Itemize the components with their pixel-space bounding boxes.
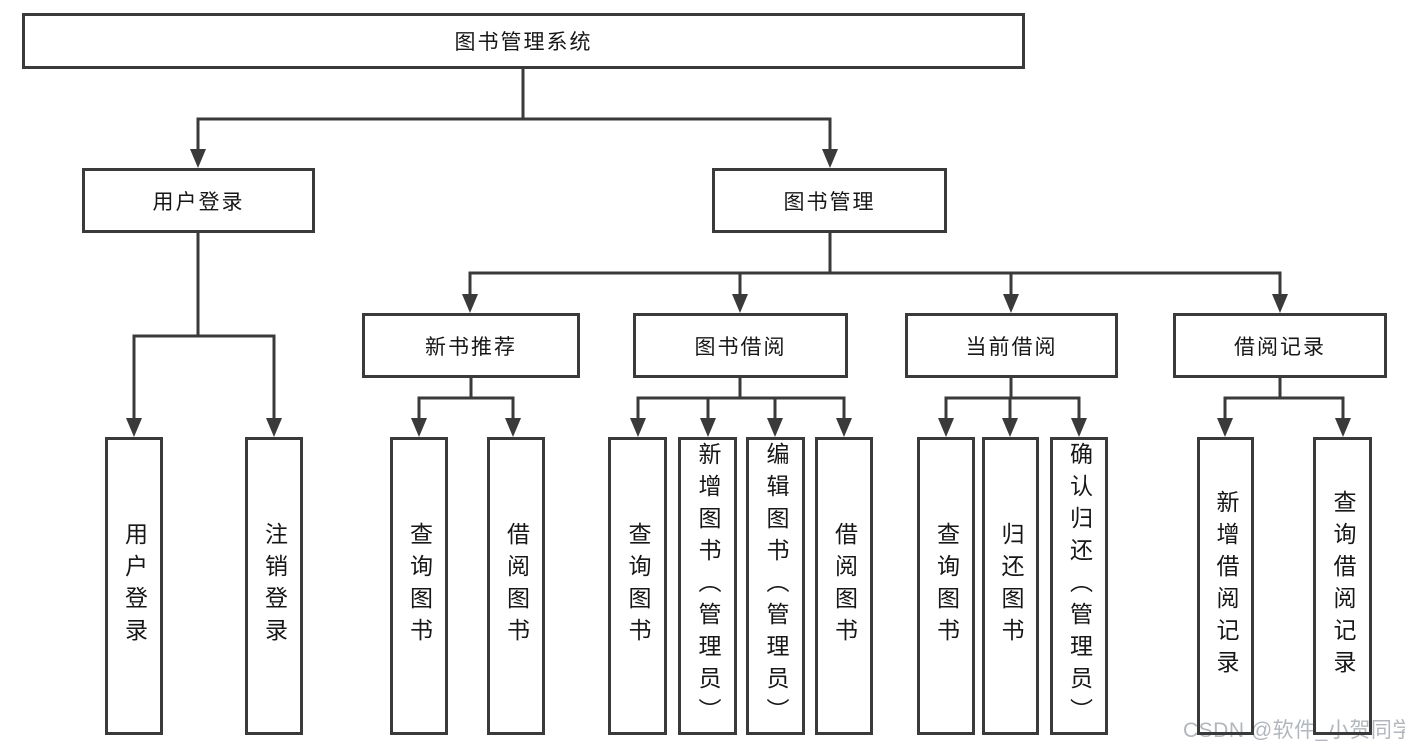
- node-label: 编辑图书（管理员）: [763, 442, 789, 730]
- node-label: 图书管理: [783, 190, 876, 214]
- node-root-library-system: 图书管理系统: [22, 13, 1025, 69]
- node-current-borrow: 当前借阅: [905, 313, 1118, 378]
- wire-newbook-to-leaves: [417, 377, 515, 421]
- leaf-borrow-borrow-books: 借阅图书: [815, 437, 873, 735]
- node-label: 借阅图书: [503, 522, 530, 650]
- leaf-newbook-query-books: 查询图书: [390, 437, 448, 735]
- node-label: 图书借阅: [694, 335, 787, 359]
- node-label: 借阅记录: [1234, 335, 1326, 359]
- node-book-management: 图书管理: [712, 168, 947, 233]
- leaf-logout: 注销登录: [245, 437, 303, 735]
- node-label: 查询借阅记录: [1330, 490, 1356, 682]
- node-label: 查询图书: [406, 522, 433, 650]
- leaf-user-login: 用户登录: [105, 437, 163, 735]
- wire-userlogin-to-leaves: [132, 232, 276, 421]
- node-label: 用户登录: [152, 190, 245, 214]
- node-label: 注销登录: [261, 522, 288, 650]
- wire-bookmgmt-to-modules: [468, 232, 1282, 296]
- node-book-borrow: 图书借阅: [633, 313, 848, 378]
- leaf-borrow-add-books-admin: 新增图书（管理员）: [678, 437, 737, 735]
- node-label: 用户登录: [121, 522, 148, 650]
- node-new-book-recommend: 新书推荐: [362, 313, 580, 378]
- wire-root-to-level2: [196, 68, 832, 152]
- node-user-login: 用户登录: [82, 168, 315, 233]
- node-label: 查询图书: [625, 522, 651, 650]
- leaf-records-add-record: 新增借阅记录: [1197, 437, 1254, 735]
- node-label: 新增借阅记录: [1213, 490, 1239, 682]
- node-label: 借阅图书: [831, 522, 858, 650]
- leaf-current-return-books: 归还图书: [982, 437, 1039, 735]
- wire-bookborrow-to-leaves: [636, 377, 846, 421]
- node-label: 归还图书: [998, 522, 1024, 650]
- node-label: 查询图书: [933, 522, 960, 650]
- leaf-borrow-edit-books-admin: 编辑图书（管理员）: [746, 437, 805, 735]
- leaf-borrow-query-books: 查询图书: [608, 437, 667, 735]
- node-borrow-records: 借阅记录: [1173, 313, 1387, 378]
- node-label: 新增图书（管理员）: [695, 442, 721, 730]
- leaf-current-confirm-return-admin: 确认归还（管理员）: [1050, 437, 1108, 735]
- wire-records-to-leaves: [1223, 377, 1345, 421]
- node-label: 图书管理系统: [454, 31, 593, 54]
- leaf-current-query-books: 查询图书: [917, 437, 975, 735]
- node-label: 新书推荐: [425, 335, 517, 359]
- leaf-records-query-record: 查询借阅记录: [1313, 437, 1372, 735]
- node-label: 确认归还（管理员）: [1066, 442, 1093, 730]
- node-label: 当前借阅: [965, 335, 1058, 359]
- leaf-newbook-borrow-books: 借阅图书: [487, 437, 545, 735]
- arrowheads: [126, 149, 1351, 437]
- wire-currentborrow-to-leaves: [944, 377, 1081, 421]
- watermark: CSDN @软件_小贺同学: [1183, 719, 1405, 742]
